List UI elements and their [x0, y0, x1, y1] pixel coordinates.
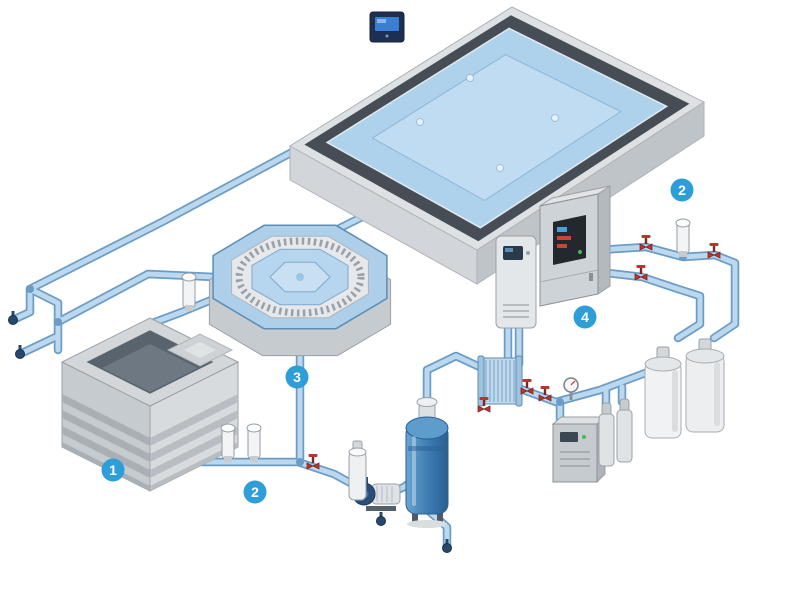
tank-opening-floor [102, 344, 198, 392]
pump-motor [371, 483, 401, 505]
badge-4: 4 [573, 305, 597, 329]
pool-floor [371, 54, 622, 201]
badge-1-circle [101, 458, 125, 482]
cabinet-display-readout-red [557, 244, 567, 248]
display-button [385, 34, 389, 38]
valve-knob [376, 511, 386, 526]
pipe-junction [54, 318, 62, 326]
pipe-junction [556, 398, 564, 406]
jug-shading [714, 362, 720, 426]
dosing-station [551, 415, 607, 484]
badge-3-label: 3 [293, 369, 301, 385]
sensor-fitting [675, 218, 691, 258]
badge-2-right-circle [670, 178, 694, 202]
sensor-fitting [181, 272, 197, 312]
badge-2-right-label: 2 [678, 182, 686, 198]
tank-fin [150, 442, 238, 491]
storage-jugs [644, 338, 725, 439]
cabinet-door-seam [539, 269, 599, 283]
pool-jet [466, 74, 474, 82]
sensor-fitting [220, 423, 236, 463]
filter-band [408, 446, 446, 451]
badge-2-left-circle [243, 480, 267, 504]
tank-lid-inner [184, 342, 216, 358]
piping [13, 150, 735, 548]
filter-leg [437, 508, 443, 526]
dosing-panel [560, 432, 578, 442]
buffer-tank [60, 317, 240, 492]
control-door-panel [495, 235, 537, 329]
sensor-fitting [246, 423, 262, 463]
chemical-canisters [598, 398, 633, 467]
badge-2-right: 2 [670, 178, 694, 202]
tank-fin [62, 426, 150, 478]
canister-body [598, 413, 615, 467]
filter-leg [412, 508, 418, 526]
badge-3-circle [285, 365, 309, 389]
jug-shading [672, 370, 678, 432]
filter-highlight [412, 436, 416, 506]
door-screen-glint [505, 248, 513, 252]
whirlpool-spa [208, 224, 392, 357]
hx-end-plate [515, 355, 523, 407]
badge-1-label: 1 [109, 462, 117, 478]
cabinet-display-readout-blue [557, 227, 567, 232]
tank-fin [150, 426, 238, 478]
tank-fin [150, 394, 238, 446]
badge-3: 3 [285, 365, 309, 389]
canister-body [616, 409, 633, 463]
dosing-led [582, 435, 586, 439]
jug-shoulder [644, 356, 682, 372]
filter-dome [405, 416, 449, 440]
cabinet-handle [589, 273, 593, 281]
spa-jet-ring [235, 237, 365, 317]
strainer-body [348, 451, 367, 501]
display-screen-glint [377, 19, 386, 23]
cabinet-side [597, 185, 611, 295]
pipe-junction [296, 458, 304, 466]
jug-shoulder [685, 348, 725, 364]
tank-fin [62, 410, 150, 462]
pressure-gauge [563, 377, 579, 400]
heat-exchanger [477, 355, 523, 407]
tank-fin [150, 410, 238, 462]
valve-knob [15, 344, 25, 359]
dosing-top [551, 416, 607, 425]
badges: 1 2 3 4 2 [101, 178, 694, 504]
cabinet-display-readout-red [557, 236, 571, 240]
cabinet-status-led [578, 250, 582, 254]
strainer-top [348, 447, 367, 457]
tank-fin [62, 394, 150, 446]
filter-base-shadow [407, 520, 447, 528]
badge-4-label: 4 [581, 309, 589, 325]
hx-end-plate [477, 355, 485, 407]
badge-1: 1 [101, 458, 125, 482]
badge-4-circle [573, 305, 597, 329]
pool-jet [416, 118, 424, 126]
gauge-needle [570, 380, 576, 386]
pump-motor-fins [376, 486, 393, 502]
spa-drain [296, 273, 304, 281]
filter-clamp [416, 397, 438, 407]
strainer-canister [348, 440, 367, 501]
hx-plates [485, 360, 515, 402]
badge-2-left-label: 2 [251, 484, 259, 500]
filter-vessel [405, 397, 449, 528]
pool-jet [551, 114, 559, 122]
pipe-junction [26, 285, 34, 293]
wall-control-display [369, 11, 405, 43]
badge-2-left: 2 [243, 480, 267, 504]
door-knob [526, 251, 530, 255]
pump-foot [366, 506, 396, 511]
control-cabinet [539, 185, 611, 307]
valve-knob [8, 310, 18, 325]
pool-jet [496, 164, 504, 172]
